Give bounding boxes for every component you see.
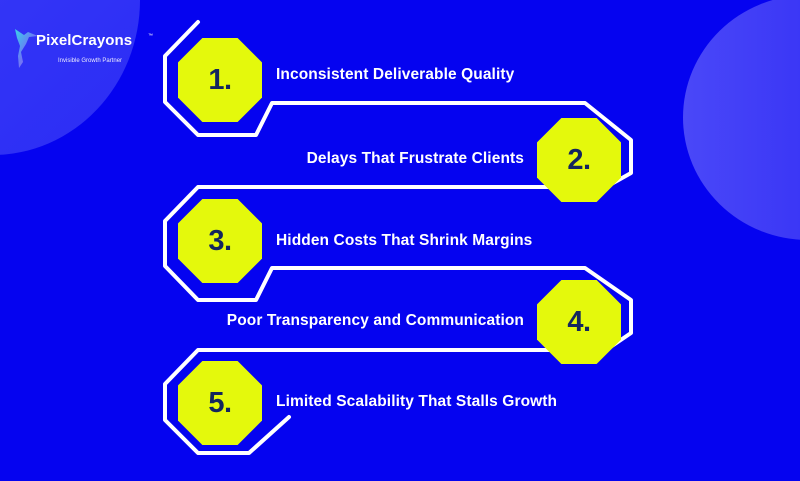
step-1-badge: 1.	[178, 38, 262, 122]
step-2-number: 2.	[567, 143, 591, 176]
step-2-badge: 2.	[537, 118, 621, 202]
step-5-number: 5.	[208, 386, 232, 419]
step-4-label: Poor Transparency and Communication	[226, 312, 524, 329]
step-4-badge: 4.	[537, 280, 621, 364]
step-5-badge: 5.	[178, 361, 262, 445]
step-1-number: 1.	[208, 63, 232, 96]
step-3-badge: 3.	[178, 199, 262, 283]
brand-tagline: Invisible Growth Partner	[58, 58, 123, 64]
brand-logo: PixelCrayons ™ Invisible Growth Partner	[14, 26, 154, 71]
hummingbird-icon	[15, 29, 38, 68]
step-5-label: Limited Scalability That Stalls Growth	[276, 393, 558, 410]
step-2-label: Delays That Frustrate Clients	[306, 150, 524, 167]
trademark: ™	[148, 33, 153, 39]
step-3-label: Hidden Costs That Shrink Margins	[276, 232, 533, 249]
step-4-number: 4.	[567, 305, 591, 338]
brand-name: PixelCrayons	[36, 32, 133, 49]
step-1-label: Inconsistent Deliverable Quality	[276, 66, 515, 83]
step-3-number: 3.	[208, 224, 232, 257]
